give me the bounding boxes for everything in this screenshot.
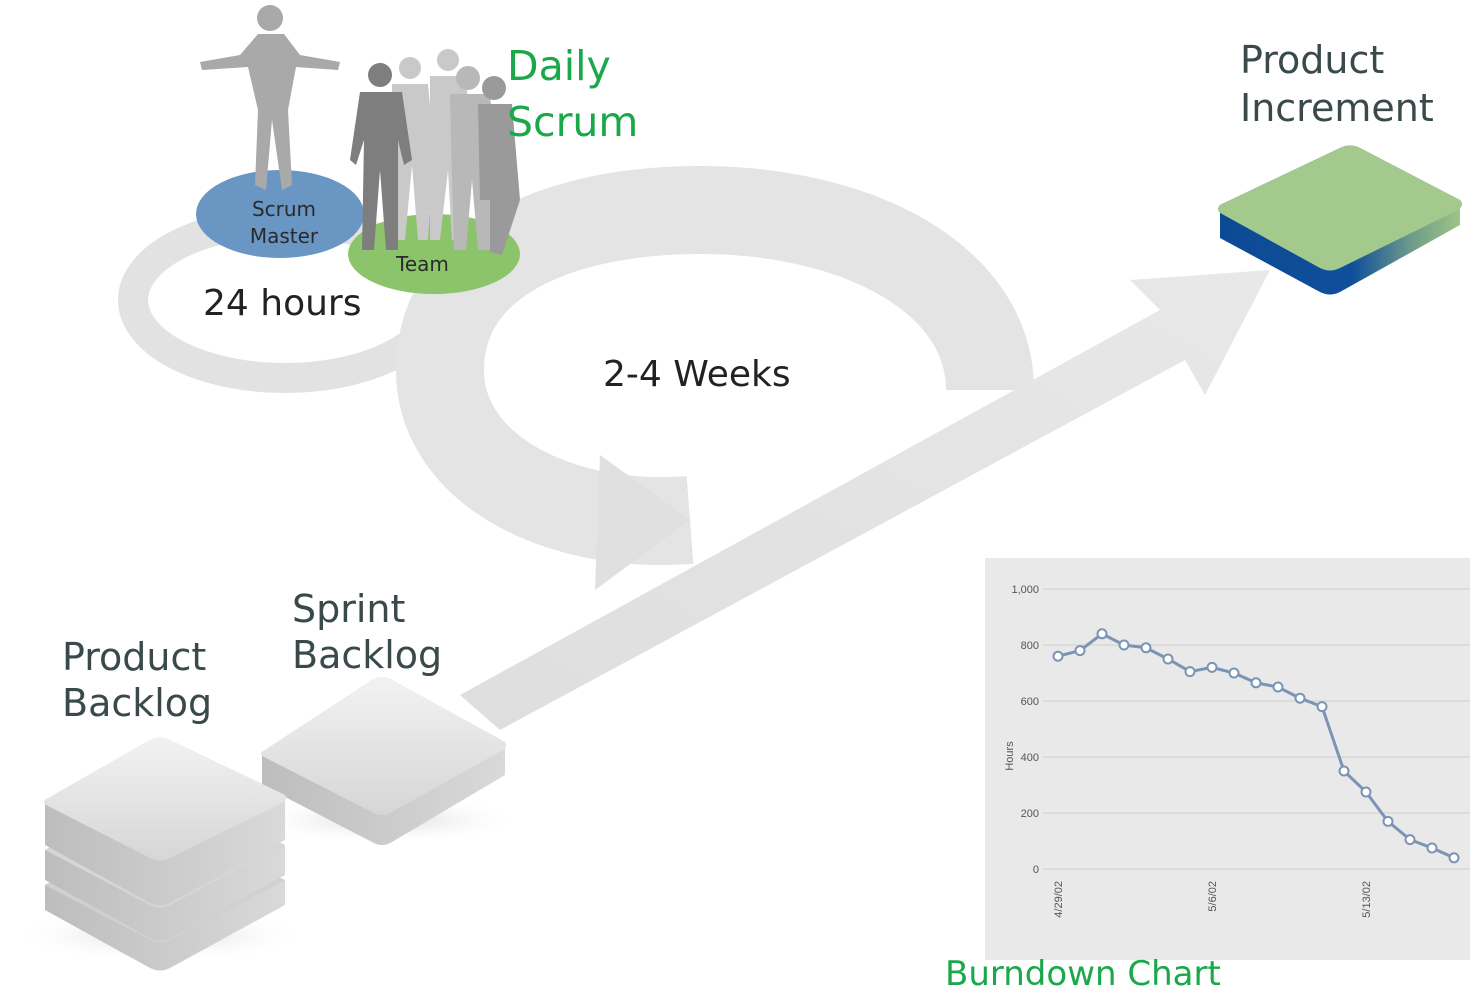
loop-arrowhead bbox=[595, 455, 690, 590]
chart-point bbox=[1074, 645, 1086, 657]
chart-point bbox=[1272, 681, 1284, 693]
daily-scrum-label: Daily Scrum bbox=[507, 38, 638, 150]
chart-point bbox=[1206, 661, 1218, 673]
scrum-master-line1: Scrum bbox=[251, 197, 317, 221]
chart-point bbox=[1338, 765, 1350, 777]
product-backlog-label: Product Backlog bbox=[62, 634, 212, 726]
scrum-master-figure bbox=[200, 5, 340, 190]
chart-y-tick-label: 400 bbox=[1021, 752, 1039, 764]
chart-gridlines bbox=[1043, 588, 1470, 870]
chart-point bbox=[1052, 650, 1064, 662]
chart-point bbox=[1316, 701, 1328, 713]
chart-y-tick-label: 800 bbox=[1021, 640, 1039, 652]
product-backlog-line1: Product bbox=[62, 635, 207, 679]
scrum-master-disc bbox=[196, 170, 364, 258]
chart-y-tick-label: 0 bbox=[1033, 864, 1039, 876]
chart-x-tick-label: 5/13/02 bbox=[1361, 881, 1373, 918]
chart-y-ticks: 0 200 400 600 800 1,000 bbox=[1011, 584, 1039, 876]
sprint-backlog-line2: Backlog bbox=[292, 633, 443, 677]
scrum-master-line2: Master bbox=[249, 224, 319, 248]
chart-point bbox=[1448, 852, 1460, 864]
chart-point bbox=[1360, 786, 1372, 798]
product-increment-tile bbox=[1217, 145, 1463, 295]
main-arrow bbox=[460, 270, 1270, 730]
chart-point bbox=[1118, 639, 1130, 651]
chart-point bbox=[1294, 692, 1306, 704]
chart-y-axis-label: Hours bbox=[1004, 741, 1016, 771]
product-increment-line2: Increment bbox=[1240, 86, 1434, 130]
chart-point bbox=[1140, 642, 1152, 654]
product-backlog-line2: Backlog bbox=[62, 681, 213, 725]
chart-point bbox=[1404, 834, 1416, 846]
sprint-backlog-label: Sprint Backlog bbox=[292, 586, 442, 678]
team-label: Team bbox=[396, 252, 449, 276]
chart-point bbox=[1228, 667, 1240, 679]
chart-y-tick-label: 600 bbox=[1021, 696, 1039, 708]
daily-scrum-line2: Scrum bbox=[507, 98, 639, 146]
chart-point bbox=[1162, 653, 1174, 665]
chart-x-ticks: 4/29/025/6/025/13/025/20/02 bbox=[1053, 881, 1373, 918]
product-increment-label: Product Increment bbox=[1240, 36, 1434, 132]
sprint-backlog-box bbox=[245, 677, 525, 845]
hours-label: 24 hours bbox=[203, 283, 362, 324]
chart-point bbox=[1250, 677, 1262, 689]
chart-points bbox=[1052, 628, 1460, 864]
chart-point bbox=[1382, 815, 1394, 827]
chart-x-tick-label: 4/29/02 bbox=[1053, 881, 1065, 918]
chart-point bbox=[1096, 628, 1108, 640]
product-backlog-stack bbox=[10, 737, 310, 971]
chart-y-tick-label: 200 bbox=[1021, 808, 1039, 820]
sprint-backlog-line1: Sprint bbox=[292, 587, 406, 631]
product-increment-line1: Product bbox=[1240, 38, 1385, 82]
chart-point bbox=[1426, 842, 1438, 854]
chart-point bbox=[1184, 666, 1196, 678]
chart-x-tick-label: 5/6/02 bbox=[1207, 881, 1219, 912]
scrum-master-label: Scrum Master bbox=[242, 196, 326, 250]
team-figures bbox=[350, 49, 520, 255]
weeks-label: 2-4 Weeks bbox=[603, 354, 791, 395]
sprint-loop bbox=[395, 165, 1034, 565]
burndown-chart-label: Burndown Chart bbox=[945, 954, 1221, 994]
chart-y-tick-label: 1,000 bbox=[1011, 584, 1039, 596]
daily-scrum-line1: Daily bbox=[507, 42, 611, 90]
